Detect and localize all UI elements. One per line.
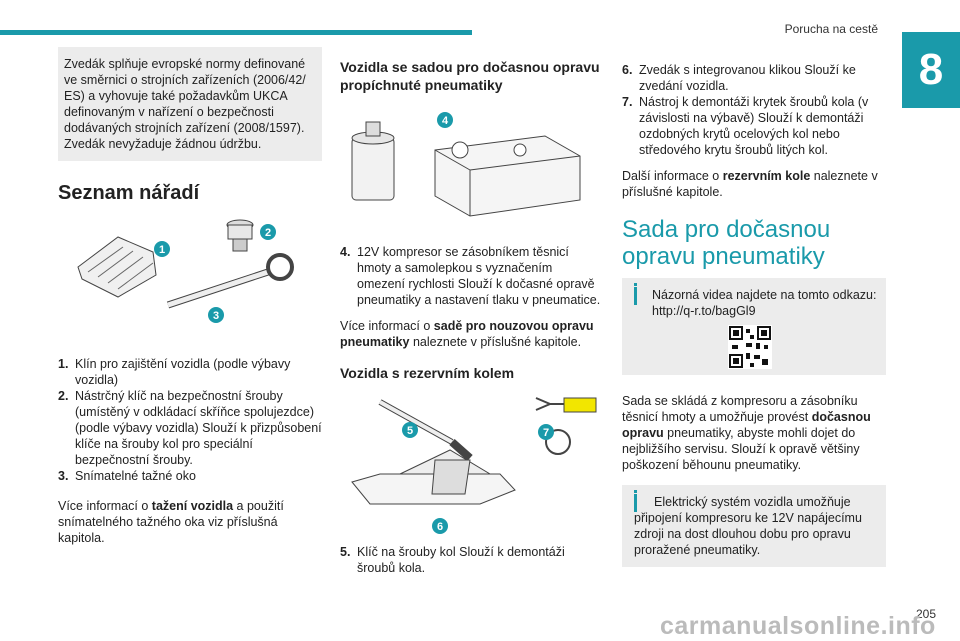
security-bolt-key-image [226,219,254,252]
list-text: Klín pro zajištění vozidla (podle výbavy… [75,357,291,387]
wheel-wrench-image [378,399,473,461]
text-span: naleznete v příslušné kapitole. [622,169,878,199]
text-span: Další informace o [622,169,723,183]
text-span: Sada se skládá z kompresoru a zásobníku … [622,394,858,424]
compressor-image [434,135,581,217]
wrench-list: 5. Klíč na šrouby kol Slouží k demontáži … [340,544,602,576]
info-icon [634,283,637,286]
electrical-info-text: Elektrický systém vozidla umožňuje připo… [634,495,862,557]
badge-7 [538,424,554,440]
jack-image [351,449,516,505]
list-number: 5. [340,545,351,559]
info-icon [634,490,637,493]
badge-6 [432,518,448,534]
column-1: Zvedák splňuje evropské normy definované… [58,42,322,546]
list-number: 2. [58,389,69,403]
list-text: Nástrčný klíč na bezpečnostní šrouby (um… [75,389,322,467]
list-number: 1. [58,357,69,371]
list-text: Snímatelné tažné oko [75,469,196,483]
list-number: 7. [622,95,633,109]
list-item: 6. Zvedák s integrovanou klikou Slouží ke… [622,62,886,94]
cap-removal-tool-image [535,397,597,455]
column-3: 6. Zvedák s integrovanou klikou Slouží ke… [622,42,886,567]
video-info-text: Názorná videa najdete na tomto odkazu: h… [652,288,877,318]
video-info-box: Názorná videa najdete na tomto odkazu: h… [622,278,886,375]
badge-5 [402,422,418,438]
list-item: 5. Klíč na šrouby kol Slouží k demontáži … [340,544,602,576]
spare-wheel-heading: Vozidla s rezervním kolem [340,365,515,381]
tools-illustration-1-3: 1 2 3 [77,219,294,323]
towing-eye-image [166,253,294,309]
list-text: 12V kompresor se zásobníkem těsnicí hmot… [357,245,601,307]
towing-info-paragraph: Více informací o tažení vozidla a použit… [58,498,322,546]
badge-3-label: 3 [213,310,219,322]
list-item: 2. Nástrčný klíč na bezpečnostní šrouby (… [58,388,322,468]
electrical-info-box: Elektrický systém vozidla umožňuje připo… [622,485,886,567]
list-item: 7. Nástroj k demontáži krytek šroubů kola… [622,94,886,158]
badge-7-label: 7 [543,427,549,439]
top-accent-bar [0,30,472,35]
repair-kit-info-paragraph: Více informací o sadě pro nouzovou oprav… [340,318,602,350]
list-text: Klíč na šrouby kol Slouží k demontáži šr… [357,545,565,575]
list-number: 6. [622,63,633,77]
chapter-tab: 8 [902,32,960,108]
column-2: Vozidla se sadou pro dočasnou opravu pro… [340,42,602,576]
text-span: pneumatiky, abyste mohli dojet do nejbli… [622,426,860,472]
text-span: a použití snímatelného tažného oka viz p… [58,499,284,545]
sealant-bottle-image [351,121,395,201]
compressor-illustration: 4 [351,112,581,217]
badge-2 [260,224,276,240]
list-text: Zvedák s integrovanou klikou Slouží ke z… [639,63,856,93]
list-item: 4. 12V kompresor se zásobníkem těsnicí hm… [340,244,602,308]
badge-6-label: 6 [437,521,443,533]
badge-2-label: 2 [265,227,271,239]
info-icon-bar [634,494,637,512]
text-span: Více informací o [58,499,152,513]
qr-code-icon[interactable] [728,325,772,369]
tool-list: 1. Klín pro zajištění vozidla (podle výba… [58,356,322,484]
bold-term: tažení vozidla [151,499,234,513]
watermark: carmanualsonline.info [660,612,936,640]
list-text: Nástroj k demontáži krytek šroubů kola (… [639,95,869,157]
list-number: 3. [58,469,69,483]
badge-5-label: 5 [407,425,413,437]
repair-kit-heading: Vozidla se sadou pro dočasnou opravu pro… [340,59,600,93]
badge-1-label: 1 [159,244,165,256]
repair-kit-description: Sada se skládá z kompresoru a zásobníku … [622,393,886,473]
badge-4 [437,112,453,128]
tool-list-heading: Seznam nářadí [58,182,200,204]
list-number: 4. [340,245,351,259]
section-title: Porucha na cestě [784,22,878,36]
badge-1 [154,241,170,257]
text-span: naleznete v příslušné kapitole. [409,335,582,349]
jack-standards-note: Zvedák splňuje evropské normy definované… [58,47,322,161]
list-item: 1. Klín pro zajištění vozidla (podle výba… [58,356,322,388]
compressor-list: 4. 12V kompresor se zásobníkem těsnicí hm… [340,244,602,308]
repair-kit-section-heading: Sada pro dočasnou opravu pneumatiky [622,216,831,270]
bold-term: rezervním kole [722,169,811,183]
spare-wheel-tools-illustration: 5 6 7 [351,397,597,534]
page-number: 205 [915,607,936,621]
spare-wheel-info-paragraph: Další informace o rezervním kole nalezne… [622,168,886,200]
badge-4-label: 4 [442,115,449,127]
bold-term: dočasnou opravu [622,410,871,440]
wheel-chock-image [77,236,157,298]
jack-list: 6. Zvedák s integrovanou klikou Slouží ke… [622,62,886,158]
bold-term: sadě pro nouzovou opravu pneumatiky [340,319,594,349]
list-item: 3. Snímatelné tažné oko [58,468,322,484]
text-span: Více informací o [340,319,434,333]
badge-3 [208,307,224,323]
info-icon-bar [634,287,637,305]
